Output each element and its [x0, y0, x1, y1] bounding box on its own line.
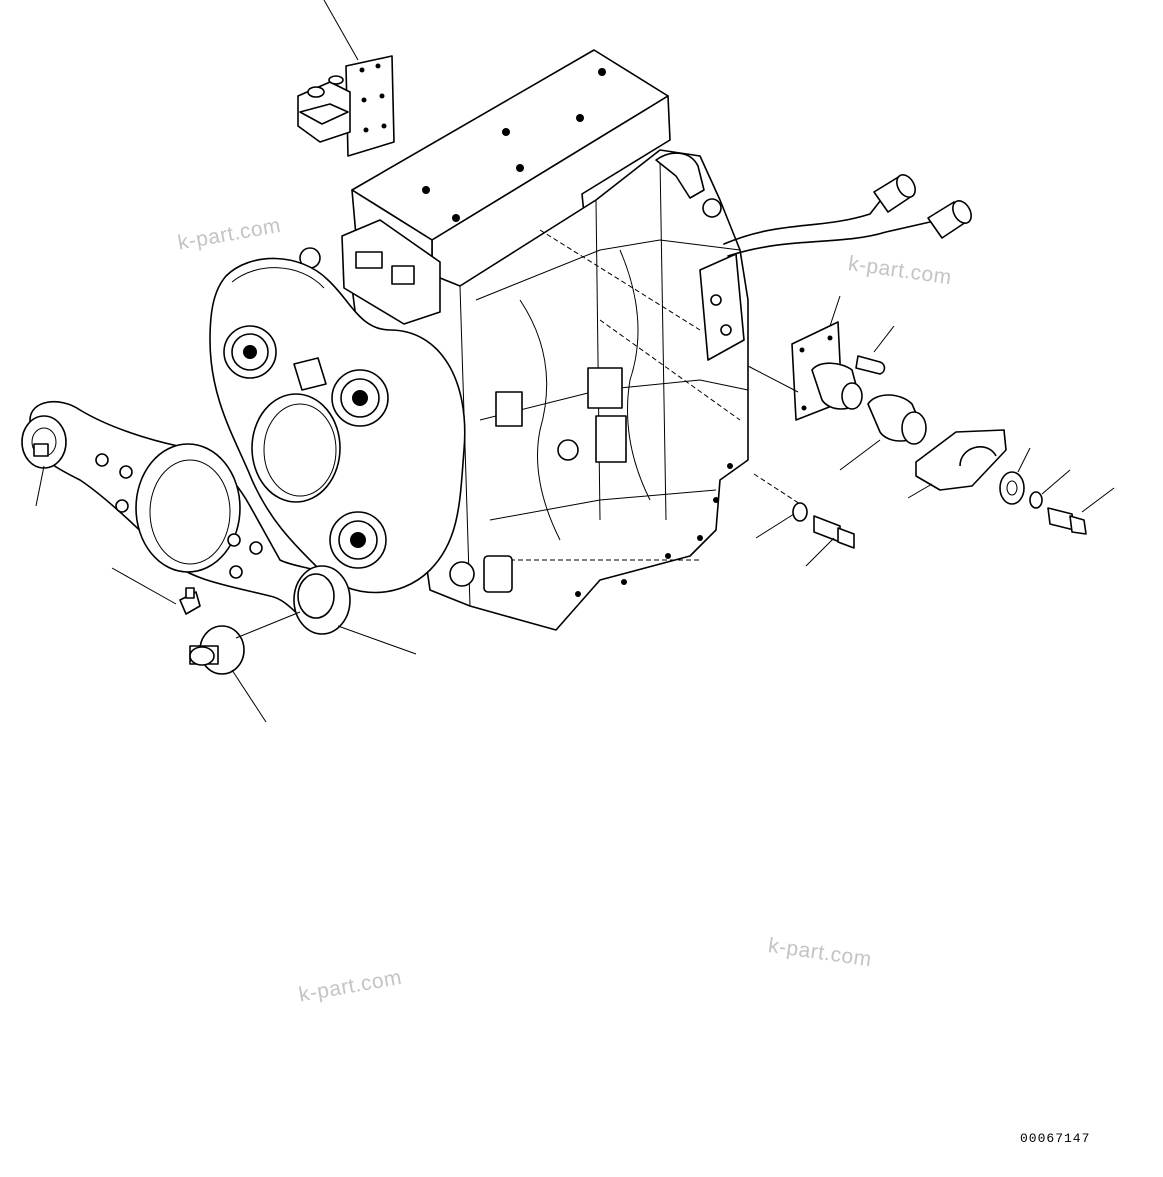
arm-mount-bushing: [189, 611, 301, 723]
gear-2-icon: [331, 369, 389, 427]
gear-1-icon: [223, 325, 277, 379]
pto-gear-case: [209, 257, 466, 594]
upper-mount-bracket: [297, 0, 395, 157]
side-support-arm: [21, 401, 351, 635]
ring-leader-line: [337, 625, 417, 655]
gear-3-icon: [329, 511, 387, 569]
drawing-number: 00067147: [1020, 1131, 1091, 1146]
right-mount-parts: [747, 295, 1115, 567]
grease-fitting: [111, 567, 201, 615]
